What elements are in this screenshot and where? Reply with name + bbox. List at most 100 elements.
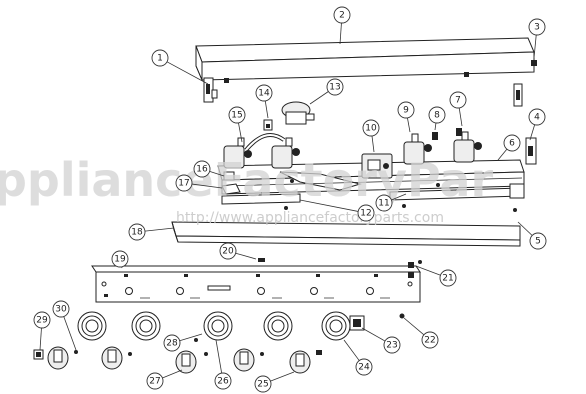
callout-number: 16	[196, 165, 208, 175]
back-panel-part	[195, 37, 535, 81]
callout-circle	[254, 375, 272, 393]
callout-circle	[428, 106, 446, 124]
leader-line	[309, 91, 329, 105]
leader-line	[63, 316, 77, 351]
screw-icon	[418, 260, 422, 264]
fitting-icon	[456, 128, 462, 136]
callout-number: 30	[55, 305, 67, 315]
knob-part	[101, 346, 123, 370]
leader-line	[235, 252, 257, 260]
callout-circle	[33, 311, 51, 329]
callout-number: 18	[131, 228, 143, 238]
knob-part	[175, 350, 197, 374]
cap-part	[33, 349, 44, 360]
valve-part	[403, 133, 432, 165]
callout-circle	[528, 108, 546, 126]
gas-tube-part	[245, 134, 285, 151]
callout-number: 11	[378, 199, 389, 209]
screw-icon	[464, 72, 469, 77]
clip-icon	[128, 352, 132, 356]
callout-number: 8	[434, 111, 440, 121]
bezel-ring-part	[77, 311, 107, 341]
callout-circle	[375, 194, 393, 212]
callout-27: 27	[146, 372, 164, 390]
callout-2: 2	[333, 6, 351, 24]
leader-line	[179, 333, 203, 342]
screw-icon	[290, 179, 294, 183]
callout-12: 12	[357, 204, 375, 222]
trim-bar-part	[171, 221, 521, 247]
clip-icon	[260, 352, 264, 356]
callout-circle	[228, 106, 246, 124]
callout-circle	[421, 331, 439, 349]
screw-icon	[224, 78, 229, 83]
leader-line	[270, 371, 295, 382]
callout-circle	[175, 174, 193, 192]
leader-line	[391, 193, 407, 201]
callout-number: 27	[149, 377, 160, 387]
leader-line	[39, 327, 42, 351]
callout-number: 7	[455, 96, 461, 106]
callout-number: 26	[217, 377, 229, 387]
callout-number: 28	[166, 339, 178, 349]
fitting-part	[263, 119, 273, 131]
indicator-icon	[256, 274, 260, 277]
callout-6: 6	[503, 134, 521, 152]
callout-8: 8	[428, 106, 446, 124]
callout-circle	[219, 242, 237, 260]
callout-number: 13	[329, 83, 340, 93]
watermark-url: http://www.appliancefactoryparts.com	[176, 210, 444, 226]
lower-rail-part	[221, 183, 525, 205]
callout-circle	[146, 372, 164, 390]
side-bracket-part	[525, 137, 537, 165]
leader-line	[533, 34, 537, 59]
leader-line	[339, 22, 342, 45]
callout-7: 7	[449, 91, 467, 109]
callout-3: 3	[528, 18, 546, 36]
callout-number: 19	[114, 255, 126, 265]
callout-number: 22	[424, 336, 435, 346]
right-bracket-part	[513, 83, 523, 107]
callout-29: 29	[33, 311, 51, 329]
callout-circle	[529, 232, 547, 250]
knob-part	[47, 346, 69, 370]
callout-number: 12	[360, 209, 371, 219]
callout-number: 1	[157, 54, 163, 64]
callout-number: 29	[36, 316, 48, 326]
callout-9: 9	[397, 101, 415, 119]
callout-18: 18	[128, 223, 146, 241]
callout-circle	[128, 223, 146, 241]
callout-number: 6	[509, 139, 515, 149]
leader-line	[415, 265, 441, 276]
valve-part	[271, 137, 300, 169]
callout-number: 14	[258, 89, 270, 99]
callout-circle	[397, 101, 415, 119]
regulator-part	[281, 101, 315, 125]
screw-icon	[399, 313, 405, 319]
callout-circle	[439, 269, 457, 287]
leader-line	[162, 369, 183, 379]
callout-19: 19	[111, 250, 129, 268]
callout-11: 11	[375, 194, 393, 212]
screw-icon	[513, 208, 517, 212]
indicator-icon	[124, 274, 128, 277]
callout-number: 2	[339, 11, 345, 21]
callout-circle	[362, 119, 380, 137]
leader-line	[215, 339, 223, 374]
callout-number: 21	[442, 274, 453, 284]
leader-line	[299, 199, 359, 212]
callout-circle	[111, 250, 129, 268]
leader-line	[529, 124, 536, 141]
leader-line	[191, 183, 223, 189]
leader-line	[343, 339, 360, 361]
callout-13: 13	[326, 78, 344, 96]
callout-22: 22	[421, 331, 439, 349]
callout-28: 28	[163, 334, 181, 352]
leader-line	[517, 221, 533, 236]
leader-lines	[39, 22, 537, 382]
indicator-icon	[184, 274, 188, 277]
callout-number: 20	[222, 247, 234, 257]
callout-circle	[163, 334, 181, 352]
leader-line	[166, 61, 209, 85]
